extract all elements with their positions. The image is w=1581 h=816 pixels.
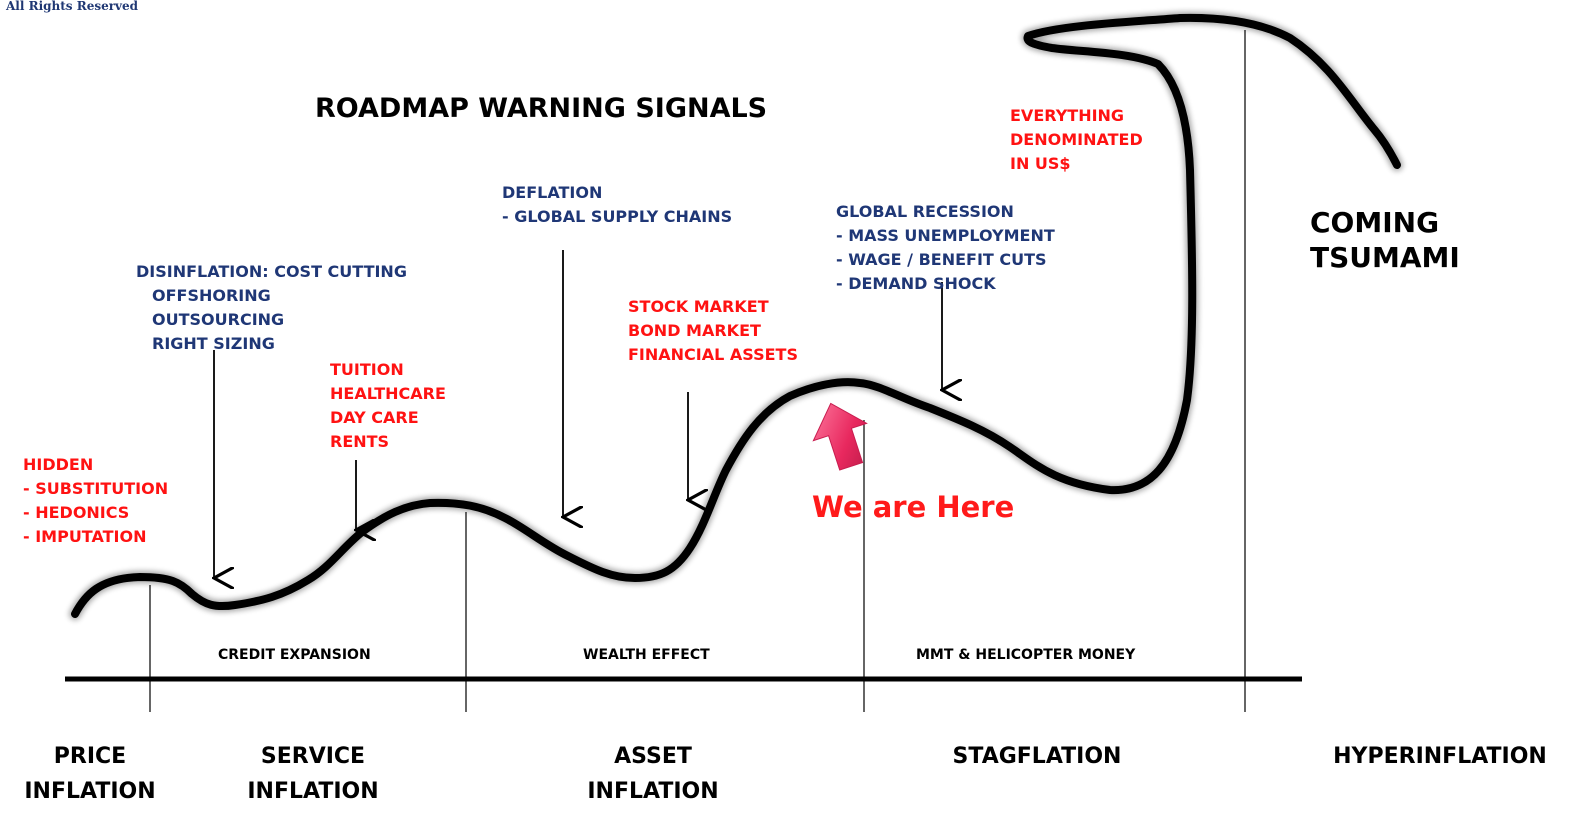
phase-line: INFLATION xyxy=(24,779,156,804)
signal-tuition-line: HEALTHCARE xyxy=(330,384,446,403)
signal-everything-line: DENOMINATED xyxy=(1010,130,1143,149)
signal-global-recession: GLOBAL RECESSION - MASS UNEMPLOYMENT - W… xyxy=(836,200,1055,296)
signal-global-recession-line: - DEMAND SHOCK xyxy=(836,274,996,293)
signal-disinflation-line: OUTSOURCING xyxy=(152,310,285,329)
copyright-notice: All Rights Reserved xyxy=(6,0,139,13)
we-are-here-label: We are Here xyxy=(812,490,1015,524)
pointer-arrows xyxy=(214,250,942,578)
signal-tuition-line: DAY CARE xyxy=(330,408,419,427)
phase-stagflation: STAGFLATION xyxy=(932,739,1142,774)
diagram-title: ROADMAP WARNING SIGNALS xyxy=(315,93,768,124)
signal-everything-line: IN US$ xyxy=(1010,154,1071,173)
band-mmt-helicopter-money: MMT & HELICOPTER MONEY xyxy=(916,647,1136,663)
roadmap-curve xyxy=(71,13,1401,618)
signal-disinflation-line: OFFSHORING xyxy=(152,286,271,305)
signal-deflation-line: - GLOBAL SUPPLY CHAINS xyxy=(502,207,733,226)
phase-line: INFLATION xyxy=(247,779,379,804)
phase-service-inflation: SERVICE INFLATION xyxy=(213,739,413,809)
signal-hidden-line: - SUBSTITUTION xyxy=(23,479,169,498)
phase-line: STAGFLATION xyxy=(952,744,1122,769)
signal-hidden-line: HIDDEN xyxy=(23,455,94,474)
coming-tsumami-line: COMING xyxy=(1310,206,1440,239)
signal-deflation: DEFLATION - GLOBAL SUPPLY CHAINS xyxy=(502,181,732,229)
signal-everything-denominated: EVERYTHING DENOMINATED IN US$ xyxy=(1010,104,1143,176)
signal-tuition-line: RENTS xyxy=(330,432,390,451)
we-are-here-arrow-icon xyxy=(812,402,868,471)
band-credit-expansion: CREDIT EXPANSION xyxy=(218,647,371,663)
phase-hyperinflation: HYPERINFLATION xyxy=(1310,739,1570,774)
signal-global-recession-line: - WAGE / BENEFIT CUTS xyxy=(836,250,1047,269)
signal-hidden-line: - IMPUTATION xyxy=(23,527,147,546)
signal-hidden: HIDDEN - SUBSTITUTION - HEDONICS - IMPUT… xyxy=(23,453,168,549)
signal-everything-line: EVERYTHING xyxy=(1010,106,1125,125)
signal-global-recession-line: GLOBAL RECESSION xyxy=(836,202,1014,221)
signal-disinflation-line: RIGHT SIZING xyxy=(152,334,275,353)
phase-price-inflation: PRICE INFLATION xyxy=(0,739,180,809)
signal-hidden-line: - HEDONICS xyxy=(23,503,130,522)
coming-tsumami-line: TSUMAMI xyxy=(1310,241,1460,274)
phase-line: PRICE xyxy=(53,744,127,769)
signal-stock-market: STOCK MARKET BOND MARKET FINANCIAL ASSET… xyxy=(628,295,798,367)
signal-disinflation: DISINFLATION: COST CUTTING OFFSHORING OU… xyxy=(136,260,407,356)
signal-disinflation-line: DISINFLATION: COST CUTTING xyxy=(136,262,407,281)
signal-tuition-line: TUITION xyxy=(330,360,404,379)
phase-asset-inflation: ASSET INFLATION xyxy=(568,739,738,809)
signal-stock-market-line: BOND MARKET xyxy=(628,321,761,340)
signal-global-recession-line: - MASS UNEMPLOYMENT xyxy=(836,226,1055,245)
signal-deflation-line: DEFLATION xyxy=(502,183,603,202)
coming-tsumami-label: COMING TSUMAMI xyxy=(1310,205,1460,275)
phase-line: ASSET xyxy=(614,744,692,769)
phase-line: SERVICE xyxy=(260,744,366,769)
phase-line: HYPERINFLATION xyxy=(1333,744,1547,769)
signal-stock-market-line: STOCK MARKET xyxy=(628,297,769,316)
phase-line: INFLATION xyxy=(587,779,719,804)
signal-stock-market-line: FINANCIAL ASSETS xyxy=(628,345,798,364)
band-wealth-effect: WEALTH EFFECT xyxy=(583,647,710,663)
signal-tuition: TUITION HEALTHCARE DAY CARE RENTS xyxy=(330,358,446,454)
